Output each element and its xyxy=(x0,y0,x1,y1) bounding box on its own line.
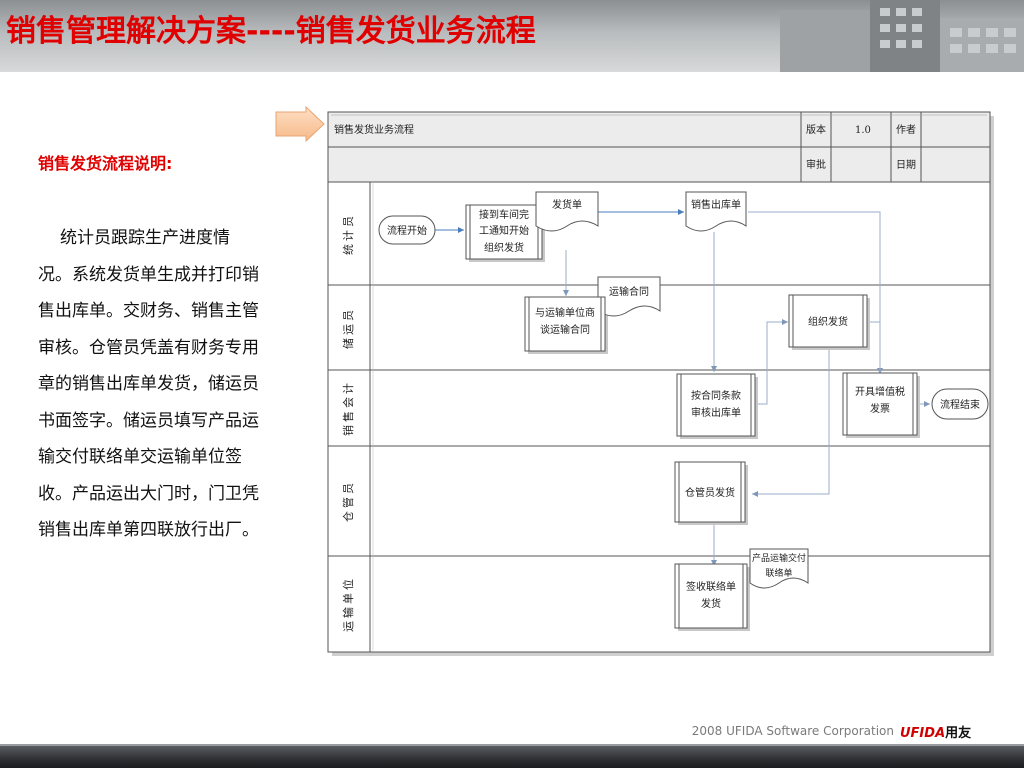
start-node: 流程开始 xyxy=(378,215,436,245)
section-subtitle: 销售发货流程说明: xyxy=(38,154,173,173)
logo-brand: UFIDA xyxy=(900,726,946,741)
author-label: 作者 xyxy=(896,124,916,136)
invoice-label-1: 开具增值税 xyxy=(855,385,905,398)
end-node-label: 流程结束 xyxy=(940,398,980,411)
sales-out-document: 销售出库单 xyxy=(685,191,747,232)
lane-label-statistician: 统计员 xyxy=(342,213,355,255)
liaison-label-1: 产品运输交付 xyxy=(752,552,806,564)
main-connectors xyxy=(435,209,684,233)
invoice-label-2: 发票 xyxy=(870,402,890,415)
start-node-label: 流程开始 xyxy=(387,224,427,237)
process-description: 统计员跟踪生产进度情况。系统发货单生成并打印销售出库单。交财务、销售主管审核。仓… xyxy=(38,228,259,540)
sign-process: 签收联络单 发货 xyxy=(674,563,748,629)
notify-process: 接到车间完 工通知开始 组织发货 xyxy=(465,204,543,260)
footer-divider xyxy=(0,744,1024,746)
organize-label: 组织发货 xyxy=(808,315,848,328)
review-label-2: 审核出库单 xyxy=(691,406,741,419)
delivery-document-label: 发货单 xyxy=(552,198,582,211)
approve-label: 审批 xyxy=(806,158,826,171)
delivery-document: 发货单 xyxy=(535,191,599,232)
sign-label-2: 发货 xyxy=(701,597,721,610)
invoice-process: 开具增值税 发票 xyxy=(842,372,918,436)
end-node: 流程结束 xyxy=(931,388,989,420)
lane-label-accountant: 销售会计 xyxy=(341,380,355,436)
version-value: 1.0 xyxy=(855,125,871,136)
liaison-label-2: 联络单 xyxy=(765,567,792,579)
lane-label-logistics: 储运员 xyxy=(341,307,355,349)
negotiate-label-1: 与运输单位商 xyxy=(535,306,595,319)
lane-label-carrier: 运输单位 xyxy=(341,576,355,632)
negotiate-label-2: 谈运输合同 xyxy=(540,323,590,336)
date-label: 日期 xyxy=(896,159,916,171)
header-banner: 销售管理解决方案----销售发货业务流程 xyxy=(0,0,1024,72)
sign-label-1: 签收联络单 xyxy=(686,580,736,593)
notify-label-1: 接到车间完 xyxy=(479,208,529,221)
lane-label-warehouse: 仓管员 xyxy=(341,480,355,522)
liaison-document: 产品运输交付 联络单 xyxy=(749,548,809,589)
footer-bar xyxy=(0,746,1024,768)
logo-cn: 用友 xyxy=(945,726,972,741)
review-label-1: 按合同条款 xyxy=(691,389,741,402)
sales-out-document-label: 销售出库单 xyxy=(691,198,741,211)
notify-label-2: 工通知开始 xyxy=(479,224,529,237)
pointer-arrow-icon xyxy=(275,106,325,142)
diagram-name: 销售发货业务流程 xyxy=(334,123,414,136)
thin-connectors xyxy=(563,211,930,566)
page-title: 销售管理解决方案----销售发货业务流程 xyxy=(6,14,536,49)
review-process: 按合同条款 审核出库单 xyxy=(676,373,756,437)
warehouse-process: 仓管员发货 xyxy=(674,461,746,523)
version-label: 版本 xyxy=(806,123,826,136)
transport-contract-document: 运输合同 xyxy=(597,276,661,317)
ufida-logo: UFIDA用友 xyxy=(900,722,971,741)
building-graphic xyxy=(780,0,1024,72)
warehouse-label: 仓管员发货 xyxy=(685,486,735,499)
notify-label-3: 组织发货 xyxy=(484,241,524,254)
transport-contract-label: 运输合同 xyxy=(609,285,649,298)
negotiate-process: 与运输单位商 谈运输合同 xyxy=(524,296,606,352)
organize-process: 组织发货 xyxy=(788,294,868,348)
footer-company: 2008 UFIDA Software Corporation xyxy=(691,724,894,738)
